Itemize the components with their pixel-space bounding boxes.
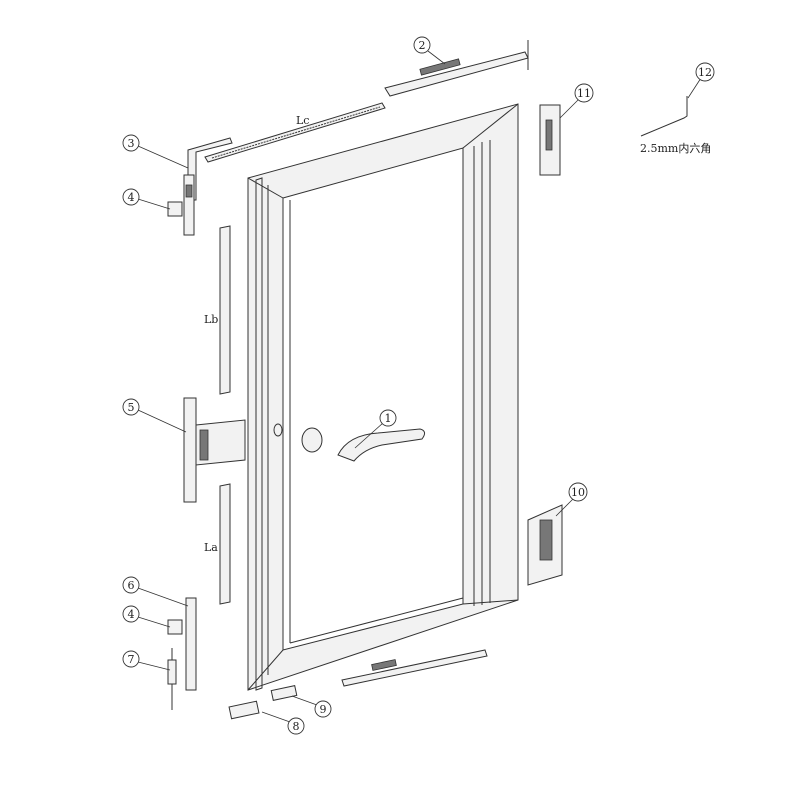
callout-6: 6 bbox=[122, 576, 140, 594]
part-3-corner-drive bbox=[183, 137, 233, 236]
part-7-lock-point bbox=[167, 648, 177, 710]
part-9-block bbox=[270, 685, 298, 701]
callout-3: 3 bbox=[122, 134, 140, 152]
callout-4-bottom: 4 bbox=[122, 605, 140, 623]
svg-text:7: 7 bbox=[128, 653, 135, 666]
svg-text:8: 8 bbox=[293, 720, 300, 733]
part-6-lower-drive bbox=[185, 597, 197, 691]
leader-lines bbox=[137, 50, 702, 723]
svg-text:4: 4 bbox=[128, 191, 135, 204]
part-8-block bbox=[228, 700, 260, 720]
callout-10: 10 bbox=[568, 482, 588, 502]
part-2-top-connector bbox=[384, 40, 529, 97]
callout-8: 8 bbox=[287, 717, 305, 735]
callout-11: 11 bbox=[574, 83, 594, 103]
dimension-lb: Lb bbox=[204, 313, 218, 326]
callout-5: 5 bbox=[122, 398, 140, 416]
dimension-lc: Lc bbox=[296, 114, 309, 127]
hex-key-note: 2.5mm内六角 bbox=[640, 141, 711, 155]
window-sash bbox=[247, 103, 519, 691]
svg-text:4: 4 bbox=[128, 608, 135, 621]
svg-text:12: 12 bbox=[698, 66, 712, 79]
svg-text:9: 9 bbox=[320, 703, 327, 716]
callout-7: 7 bbox=[122, 650, 140, 668]
part-4-keeper-top bbox=[167, 201, 183, 217]
callout-1: 1 bbox=[379, 409, 397, 427]
svg-text:5: 5 bbox=[128, 401, 135, 414]
lb-transmission-bar bbox=[219, 225, 231, 395]
svg-text:6: 6 bbox=[128, 579, 135, 592]
svg-text:3: 3 bbox=[128, 137, 135, 150]
svg-text:2: 2 bbox=[419, 39, 426, 52]
dimension-la: La bbox=[204, 541, 218, 554]
svg-text:1: 1 bbox=[385, 412, 392, 425]
bottom-connector-rod bbox=[341, 649, 488, 687]
glass-panel bbox=[282, 147, 464, 651]
part-1-handle bbox=[273, 423, 426, 462]
callout-2: 2 bbox=[413, 36, 431, 54]
callout-9: 9 bbox=[314, 700, 332, 718]
callout-12: 12 bbox=[695, 62, 715, 82]
part-4-keeper-bottom bbox=[167, 619, 183, 635]
part-10-hinge-lower bbox=[527, 504, 563, 586]
part-11-hinge-upper bbox=[539, 104, 561, 176]
callout-4-top: 4 bbox=[122, 188, 140, 206]
svg-text:10: 10 bbox=[571, 486, 585, 499]
part-5-gearbox bbox=[183, 397, 246, 503]
part-12-hex-key bbox=[640, 96, 688, 137]
lc-transmission-bar bbox=[204, 102, 386, 163]
la-transmission-bar bbox=[219, 483, 231, 605]
svg-text:11: 11 bbox=[577, 87, 591, 100]
